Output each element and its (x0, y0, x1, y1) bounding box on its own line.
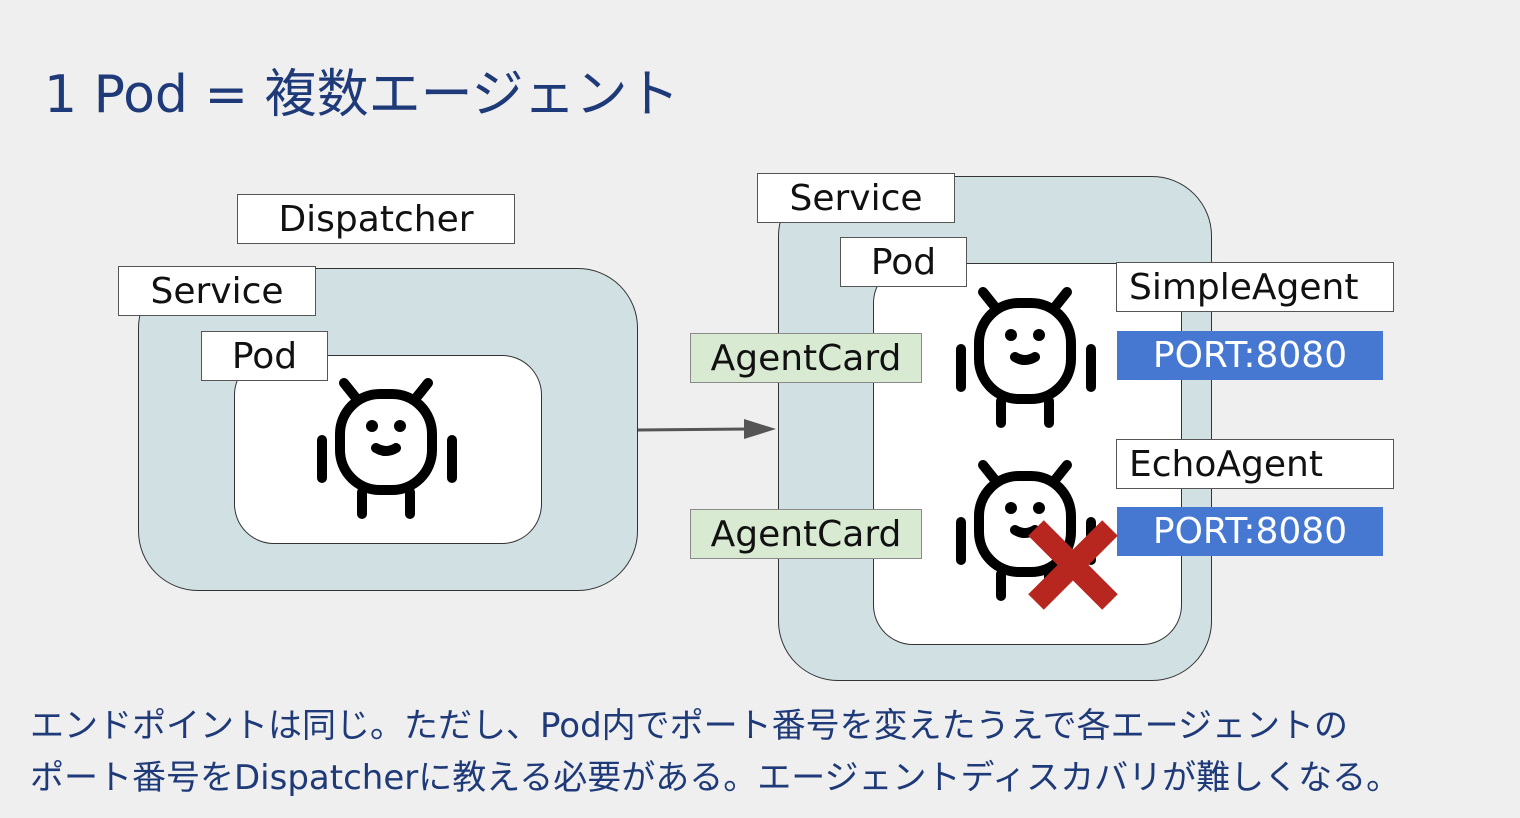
red-cross-icon (1028, 520, 1118, 610)
right-pod-label: Pod (840, 237, 967, 287)
arrow-right-icon (637, 419, 776, 439)
android-robot-icon (956, 287, 1096, 428)
right-service-label: Service (757, 173, 955, 223)
agentcard-simple: AgentCard (690, 333, 922, 383)
left-service-label: Service (118, 266, 316, 316)
caption-line-1: エンドポイントは同じ。ただし、Pod内でポート番号を変えたうえで各エージェントの (30, 706, 1348, 746)
slide-title: 1 Pod = 複数エージェント (44, 65, 680, 125)
dispatcher-label: Dispatcher (237, 194, 515, 244)
left-pod-label: Pod (201, 331, 328, 381)
agent-name-simple: SimpleAgent (1116, 262, 1394, 312)
agentcard-echo: AgentCard (690, 509, 922, 559)
android-robot-icon (317, 378, 457, 519)
port-badge-echo: PORT:8080 (1117, 507, 1383, 556)
agent-name-echo: EchoAgent (1116, 439, 1394, 489)
port-badge-simple: PORT:8080 (1117, 331, 1383, 380)
caption: エンドポイントは同じ。ただし、Pod内でポート番号を変えたうえで各エージェントの… (30, 700, 1400, 804)
caption-line-2: ポート番号をDispatcherに教える必要がある。エージェントディスカバリが難… (30, 758, 1401, 798)
